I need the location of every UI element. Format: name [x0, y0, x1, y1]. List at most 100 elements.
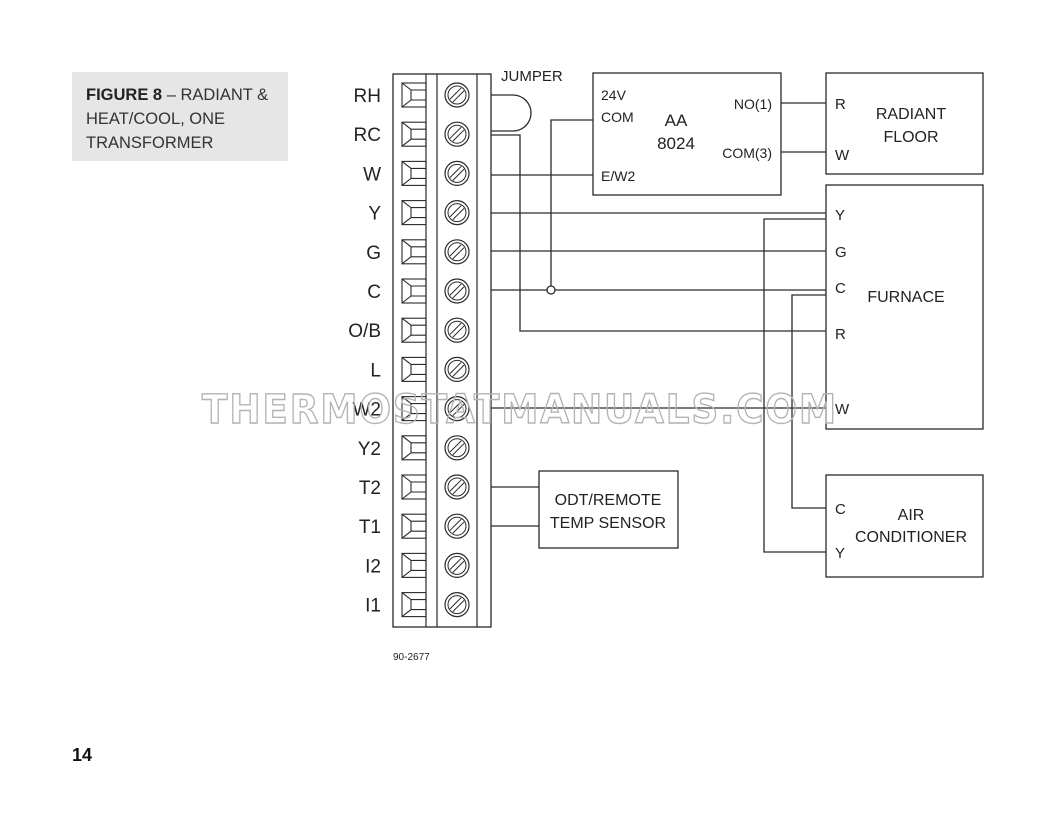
- wire-clamp: [401, 552, 427, 578]
- screw-head: [444, 474, 470, 500]
- screw-head: [444, 82, 470, 108]
- screw-head: [444, 160, 470, 186]
- wire-clamp: [401, 160, 427, 186]
- screw-ring: [447, 359, 467, 379]
- figure-title: – RADIANT & HEAT/COOL, ONE TRANSFORMER: [86, 86, 269, 152]
- wire-clamp-bevel: [401, 278, 426, 304]
- terminal-label: I2: [365, 556, 381, 577]
- screw-head: [444, 552, 470, 579]
- sensor-line1: ODT/REMOTE: [555, 492, 662, 509]
- aa8024-relay: 24V COM E/W2 AA 8024 NO(1) COM(3): [592, 72, 782, 196]
- terminal-label: O/B: [348, 321, 381, 342]
- wire-clamp: [401, 474, 427, 500]
- terminal-ob: O/B: [348, 317, 470, 343]
- terminal-i2: I2: [365, 552, 470, 579]
- jumper-wire: [491, 94, 532, 132]
- wire-clamp-bevel: [401, 121, 426, 147]
- ac-name-line1: AIR: [898, 507, 925, 524]
- furnace-c-terminal: C: [835, 280, 846, 297]
- screw-slot: [449, 205, 465, 221]
- wire-clamp: [401, 356, 427, 382]
- screw-head: [444, 278, 470, 304]
- aa8024-com3-terminal: COM(3): [722, 145, 772, 161]
- terminal-y2: Y2: [358, 435, 470, 461]
- screw-ring: [447, 320, 467, 340]
- screw-slot: [449, 322, 465, 338]
- screw-slot: [449, 479, 465, 495]
- wire-clamp: [401, 278, 427, 304]
- screw-ring: [447, 281, 467, 301]
- sensor-line2: TEMP SENSOR: [550, 515, 666, 532]
- screw-slot: [449, 597, 465, 613]
- screw-ring: [447, 477, 467, 497]
- sensor-box: ODT/REMOTE TEMP SENSOR: [538, 470, 679, 549]
- screw-slot: [449, 557, 465, 573]
- radiant-floor-box: R W RADIANT FLOOR: [825, 72, 984, 175]
- screw-head: [444, 317, 470, 343]
- furnace-w-terminal: W: [835, 401, 850, 418]
- terminal-label: RC: [354, 125, 381, 146]
- wire-clamp-bevel: [401, 317, 426, 343]
- terminal-rh: RH: [354, 82, 470, 108]
- screw-slot: [449, 283, 465, 299]
- figure-label: FIGURE 8: [86, 86, 163, 104]
- wire-clamp-bevel: [401, 239, 426, 265]
- terminal-label: T2: [359, 478, 381, 499]
- radiant-r-terminal: R: [835, 96, 846, 113]
- screw-ring: [447, 555, 467, 575]
- air-conditioner-box: C Y AIR CONDITIONER: [825, 474, 984, 578]
- screw-head: [444, 396, 470, 422]
- screw-head: [444, 435, 470, 461]
- terminal-label: Y: [368, 204, 381, 225]
- screw-ring: [447, 85, 467, 105]
- screw-ring: [447, 203, 467, 223]
- radiant-floor-line1: RADIANT: [876, 106, 946, 123]
- wire-furnace-c-ac-c: [791, 294, 826, 509]
- jumper-label: JUMPER: [501, 68, 563, 85]
- screw-slot: [449, 518, 465, 534]
- ac-y-terminal: Y: [835, 545, 845, 562]
- terminal-g: G: [366, 239, 470, 265]
- wire-clamp-bevel: [401, 592, 426, 618]
- wire-clamp-bevel: [401, 160, 426, 186]
- screw-slot: [449, 126, 465, 142]
- terminal-label: W: [363, 164, 381, 185]
- wire-clamp-bevel: [401, 552, 426, 578]
- aa8024-24v-terminal: 24V: [601, 87, 627, 103]
- aa8024-ew2-terminal: E/W2: [601, 168, 635, 184]
- wire-furnace-y-ac-y: [763, 218, 826, 553]
- screw-ring: [447, 163, 467, 183]
- screw-ring: [447, 399, 467, 419]
- terminal-l: L: [370, 356, 470, 382]
- wire-clamp: [401, 82, 427, 108]
- wire-clamp: [401, 513, 427, 539]
- screw-slot: [449, 87, 465, 103]
- terminal-t2: T2: [359, 474, 470, 500]
- wire-clamp-bevel: [401, 396, 426, 422]
- wire-clamp: [401, 396, 427, 422]
- furnace-box: Y G C R W FURNACE: [825, 184, 984, 430]
- terminal-label: RH: [354, 86, 381, 107]
- screw-head: [444, 591, 470, 618]
- figure-caption: FIGURE 8 – RADIANT & HEAT/COOL, ONE TRAN…: [72, 72, 288, 161]
- wires: [491, 94, 826, 553]
- wire-clamp-bevel: [401, 513, 426, 539]
- wire-clamp: [401, 317, 427, 343]
- terminal-w: W: [363, 160, 470, 186]
- part-number: 90-2677: [393, 652, 430, 663]
- wire-clamp-bevel: [401, 356, 426, 382]
- screw-head: [444, 200, 470, 226]
- screw-slot: [449, 165, 465, 181]
- aa8024-com-terminal: COM: [601, 109, 634, 125]
- terminal-label: G: [366, 243, 381, 264]
- wire-junction-dot: [546, 285, 556, 295]
- aa8024-name-line2: 8024: [657, 134, 695, 153]
- terminal-i1: I1: [365, 591, 470, 618]
- screw-ring: [447, 595, 467, 615]
- terminal-rc: RC: [354, 121, 470, 147]
- wire-rc-furnace-r: [491, 134, 826, 332]
- wire-clamp-bevel: [401, 200, 426, 226]
- screw-ring: [447, 242, 467, 262]
